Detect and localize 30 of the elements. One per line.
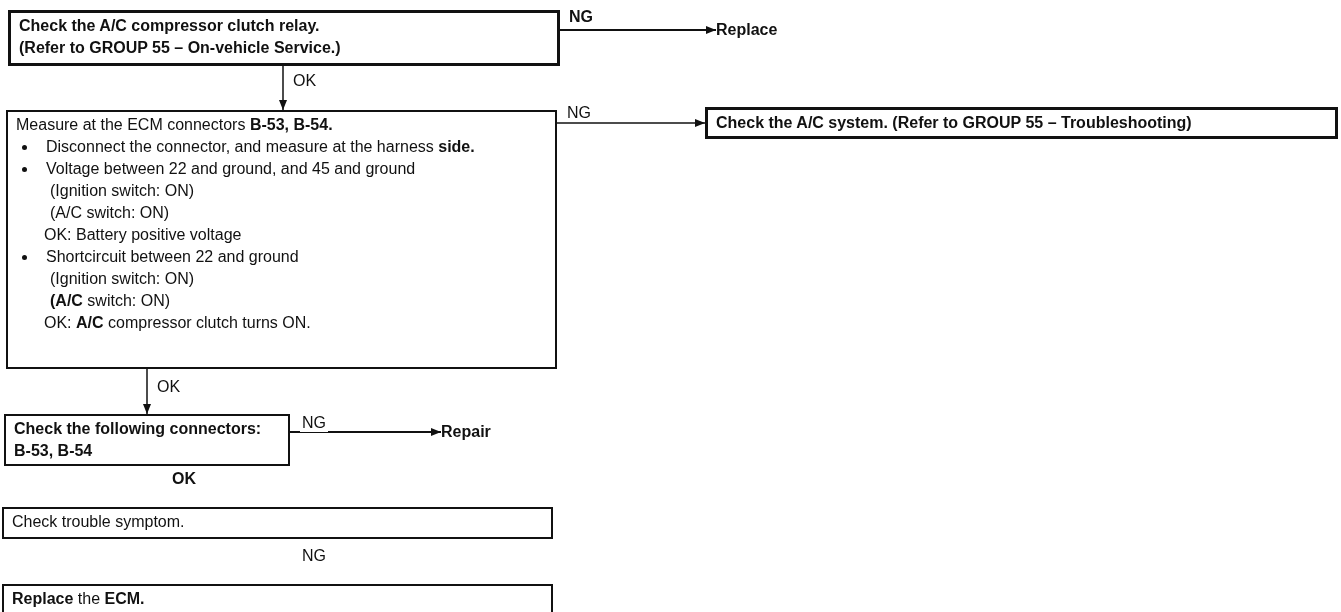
step-heading: Measure at the ECM connectors B-53, B-54. <box>16 115 334 135</box>
step-text: Check trouble symptom. <box>12 512 186 532</box>
process-box <box>4 414 290 466</box>
process-box <box>2 507 553 539</box>
step-note: (A/C switch: ON) <box>49 203 171 223</box>
action-text: Replace <box>716 19 796 41</box>
action-text: Repair <box>441 421 511 443</box>
arrow <box>279 65 287 111</box>
arrow <box>143 368 151 415</box>
step-note: OK: Battery positive voltage <box>43 225 243 245</box>
process-box <box>705 107 1338 139</box>
bullet-item: Disconnect the connector, and measure at the harness side. <box>16 136 547 158</box>
step-text: Check the following connectors: B-53, B-54 <box>14 419 263 461</box>
step-text: Check the A/C compressor clutch relay. <box>19 16 321 36</box>
edge-label: NG <box>300 414 328 432</box>
step-note: (A/C switch: ON) <box>49 291 171 311</box>
process-box <box>6 110 557 369</box>
step-note: (Ignition switch: ON) <box>49 181 196 201</box>
step-text: Replace the ECM. <box>12 589 146 609</box>
arrow <box>556 119 706 127</box>
step-note: OK: A/C compressor clutch turns ON. <box>43 313 312 333</box>
arrow <box>559 26 717 34</box>
step-text: Check the A/C system. (Refer to GROUP 55 – Troubleshooting) <box>716 113 1193 133</box>
step-note: (Ignition switch: ON) <box>49 269 196 289</box>
process-box <box>8 10 560 66</box>
bullet-item: Shortcircuit between 22 and ground <box>16 246 547 268</box>
process-box <box>2 584 553 612</box>
arrow <box>289 428 442 436</box>
step-text: (Refer to GROUP 55 – On-vehicle Service.) <box>19 38 342 58</box>
bullet-item: Voltage between 22 and ground, and 45 and ground <box>16 158 547 180</box>
